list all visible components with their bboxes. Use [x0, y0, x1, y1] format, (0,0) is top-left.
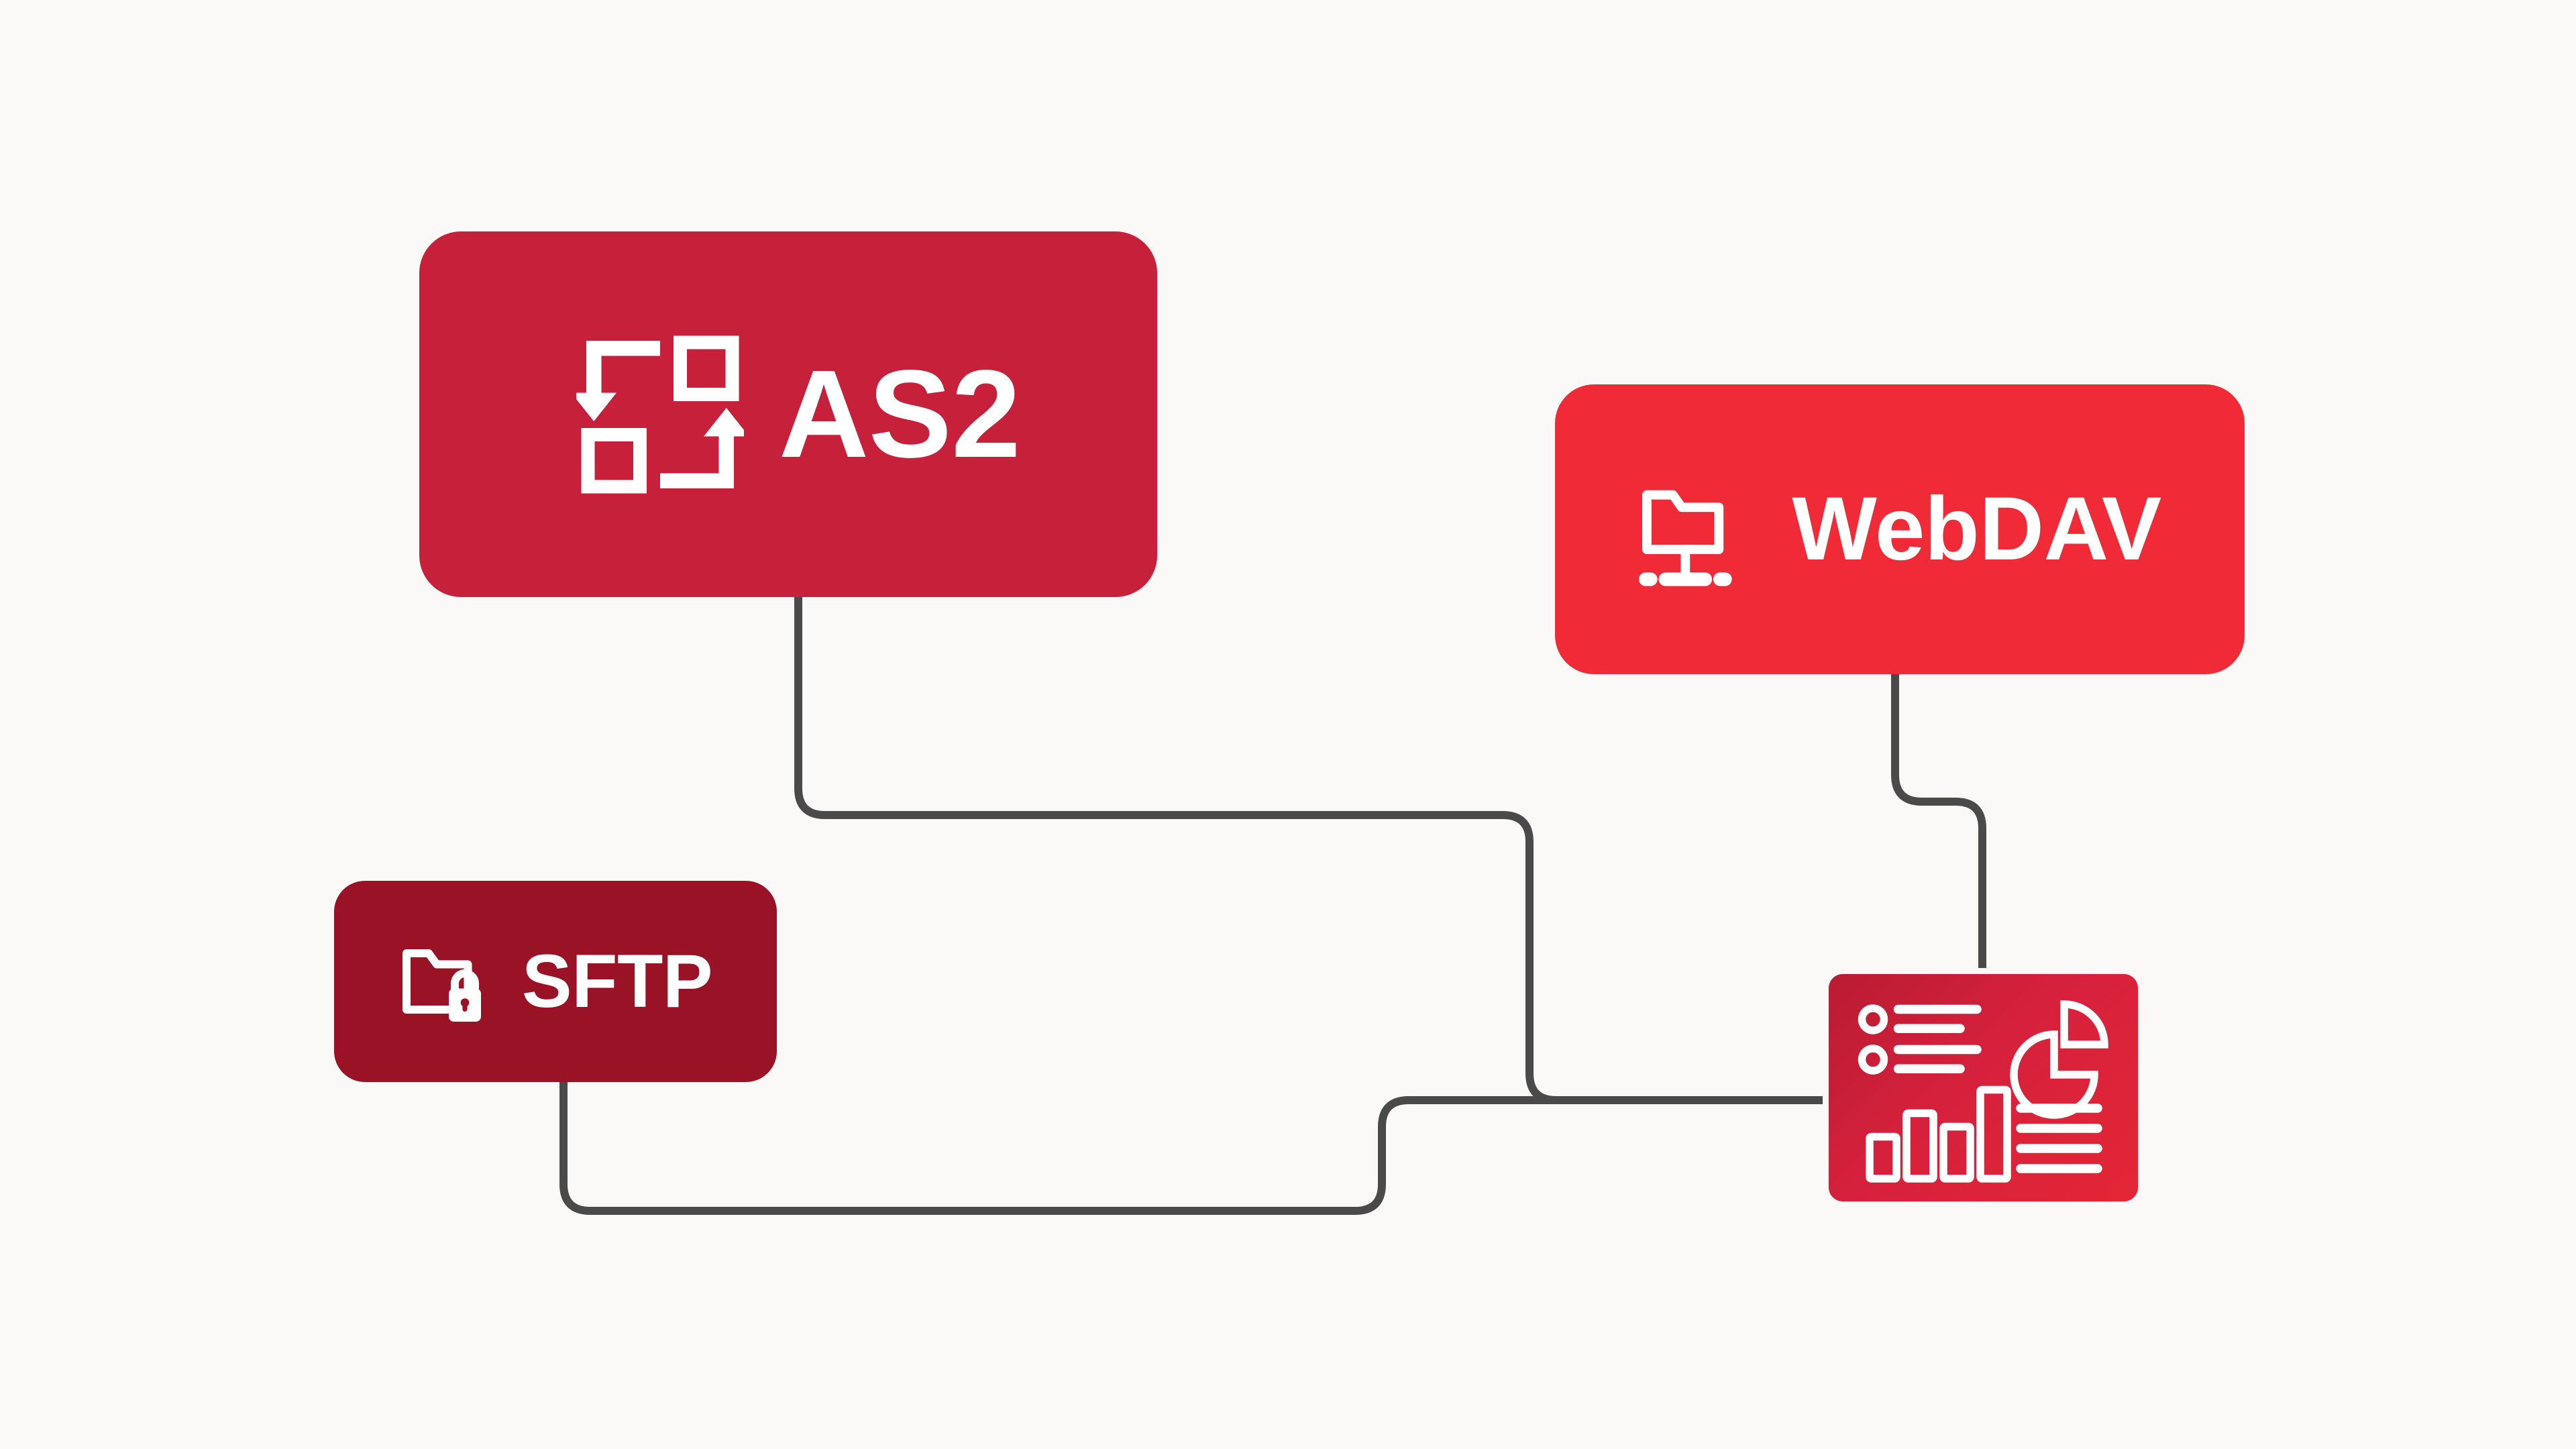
node-dashboard[interactable] — [1823, 968, 2144, 1208]
node-sftp-label: SFTP — [521, 939, 713, 1023]
node-webdav[interactable]: WebDAV — [1555, 384, 2245, 674]
folder-lock-icon — [398, 931, 499, 1032]
node-as2[interactable]: AS2 — [419, 231, 1157, 597]
network-folder-icon — [1638, 468, 1762, 592]
connector-sftp-to-dashboard — [559, 1078, 1829, 1215]
analytics-dashboard-icon — [1849, 987, 2118, 1189]
node-as2-label: AS2 — [778, 344, 1021, 484]
node-webdav-label: WebDAV — [1792, 479, 2161, 579]
connector-webdav-to-dashboard — [1891, 670, 1986, 975]
data-exchange-icon — [576, 331, 744, 498]
node-sftp[interactable]: SFTP — [334, 881, 777, 1082]
